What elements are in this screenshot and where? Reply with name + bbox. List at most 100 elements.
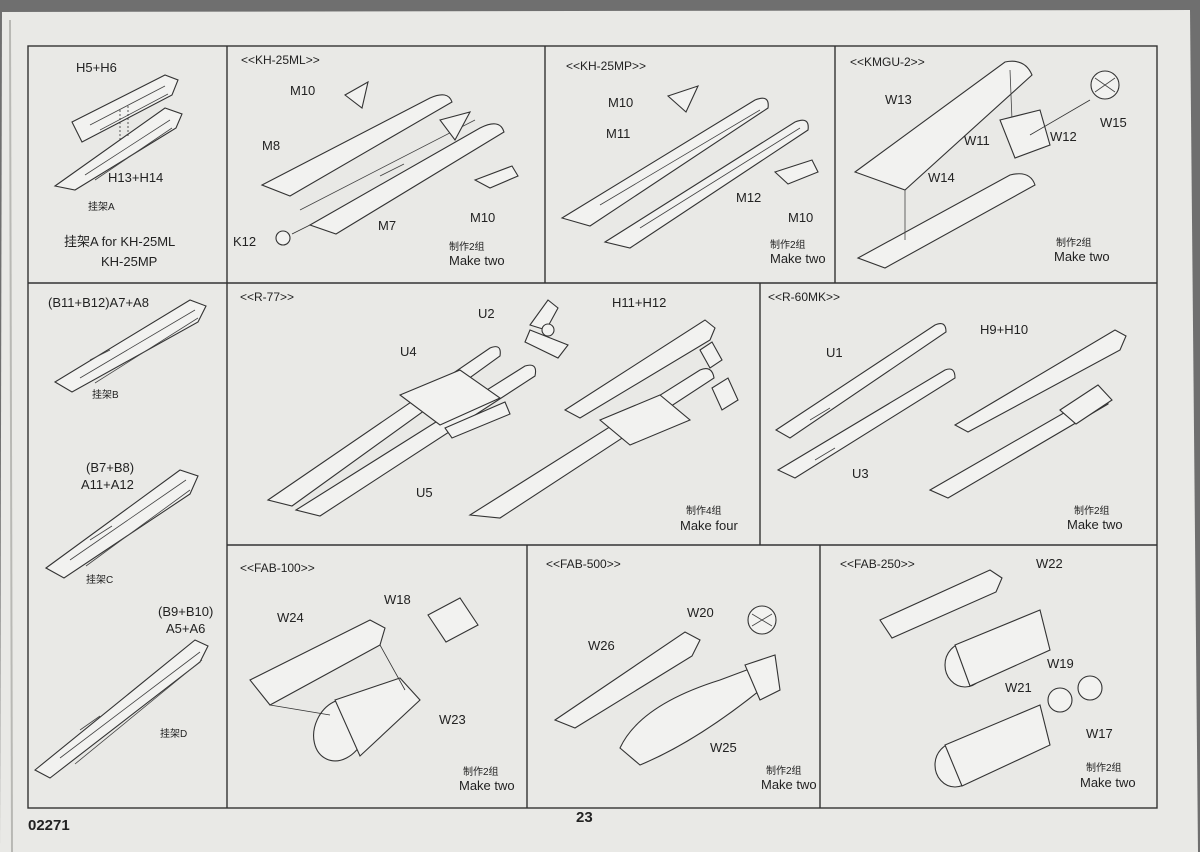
fab250-label-3: W19 <box>1047 656 1074 671</box>
kmgu2-upper-shell <box>853 60 1033 191</box>
pylon-d-parts-line-2: A5+A6 <box>166 621 205 636</box>
r77-qty-cn: 制作4组 <box>686 504 722 517</box>
fab250-label-4: W17 <box>1086 726 1113 741</box>
panel-fab500: <<FAB-500>> W20 W26 W25 制作2组 Make two <box>546 557 817 792</box>
r60mk-title: <<R-60MK>> <box>768 290 840 304</box>
kh25ml-label-2: M8 <box>262 138 280 153</box>
fab250-qty-en: Make two <box>1080 775 1136 790</box>
kh25mp-label-4: M10 <box>788 210 813 225</box>
kh25ml-nose-k12 <box>275 230 291 246</box>
fab500-pylon-w26 <box>553 631 701 729</box>
kmgu2-label-1: W13 <box>885 92 912 107</box>
fab100-qty-cn: 制作2组 <box>463 765 499 778</box>
kh25mp-label-2: M11 <box>606 126 630 141</box>
kh25mp-fin-m10-top <box>666 85 700 113</box>
fab500-title: <<FAB-500>> <box>546 557 621 571</box>
r60mk-qty-cn: 制作2组 <box>1074 504 1110 517</box>
fab250-bomb-lower <box>944 704 1051 787</box>
pylon-c-parts-line-1: (B7+B8) <box>86 460 134 475</box>
fab100-qty-en: Make two <box>459 778 515 793</box>
kmgu2-qty-en: Make two <box>1054 249 1110 264</box>
r60mk-half-u3 <box>776 368 956 479</box>
pylon-b-parts-label: (B11+B12)A7+A8 <box>48 295 149 310</box>
r77-qty-en: Make four <box>680 518 738 533</box>
fab500-qty-en: Make two <box>761 777 817 792</box>
kh25ml-fin-m10-bottom <box>473 165 519 189</box>
kmgu2-qty-cn: 制作2组 <box>1056 236 1092 249</box>
fab250-title: <<FAB-250>> <box>840 557 915 571</box>
kh25mp-qty-en: Make two <box>770 251 826 266</box>
kh25mp-label-1: M10 <box>608 95 633 110</box>
fab500-qty-cn: 制作2组 <box>766 764 802 777</box>
pylon-a-note-1: 挂架A for KH-25ML <box>64 234 175 249</box>
r77-assembled-wing <box>598 394 692 446</box>
fab100-part-w18 <box>427 597 479 643</box>
pylon-d-part <box>34 639 209 779</box>
kh25mp-qty-cn: 制作2组 <box>770 238 806 251</box>
pylon-a-parts2-label: H13+H14 <box>108 170 163 185</box>
kh25ml-label-1: M10 <box>290 83 315 98</box>
kh25mp-half-lower <box>603 119 809 249</box>
panel-pylon-b: (B11+B12)A7+A8 挂架B <box>48 295 207 401</box>
paper-sheet <box>0 10 1198 852</box>
panel-kh25mp: <<KH-25MP>> M10 M11 M12 M10 制作2组 Make tw… <box>560 59 826 266</box>
kmgu2-part-w11 <box>999 109 1051 159</box>
kmgu2-title: <<KMGU-2>> <box>850 55 925 69</box>
pylon-d-parts-line-1: (B9+B10) <box>158 604 213 619</box>
kmgu2-lower-shell <box>856 173 1036 269</box>
pylon-a-lower-part <box>53 107 183 191</box>
kmgu2-label-4: W15 <box>1100 115 1127 130</box>
kh25ml-fin-m10-top <box>344 80 369 109</box>
panel-pylon-a: H5+H6 H13+H14 挂架A 挂架A for KH-25ML KH-25M… <box>53 60 183 269</box>
fab100-label-1: W24 <box>277 610 304 625</box>
panel-grid <box>27 45 1158 809</box>
pylon-a-upper-part <box>71 74 179 143</box>
r60mk-assembled-tail <box>1059 384 1113 425</box>
pylon-a-parts-label: H5+H6 <box>76 60 117 75</box>
kh25ml-label-4: M7 <box>378 218 396 233</box>
panel-pylon-d: (B9+B10) A5+A6 挂架D <box>34 604 213 779</box>
kh25ml-fin <box>439 111 472 142</box>
r60mk-half-u1 <box>774 323 947 439</box>
panel-r77: <<R-77>> U2 H11+H12 U4 U5 制作4组 Make four <box>240 290 739 533</box>
r60mk-pylon-h9-h10 <box>953 329 1127 433</box>
r77-label-1: U2 <box>478 306 495 321</box>
r77-label-2: H11+H12 <box>612 295 666 310</box>
r60mk-label-3: U3 <box>852 466 869 481</box>
kh25ml-qty-en: Make two <box>449 253 505 268</box>
pylon-d-caption: 挂架D <box>160 727 187 740</box>
pylon-b-part <box>53 299 207 393</box>
fab500-tail <box>744 654 781 701</box>
fab100-title: <<FAB-100>> <box>240 561 315 575</box>
kh25ml-half-lower <box>308 123 505 235</box>
panel-kh25ml: <<KH-25ML>> M10 M8 K12 M7 M10 制作2组 Make … <box>233 53 519 268</box>
pylon-a-note-2: KH-25MP <box>101 254 157 269</box>
r77-title: <<R-77>> <box>240 290 294 304</box>
fab100-label-2: W18 <box>384 592 411 607</box>
r77-pylon-h11-h12 <box>563 319 716 419</box>
panel-r60mk: <<R-60MK>> U1 H9+H10 U3 制作2组 Make two <box>768 290 1127 532</box>
kh25ml-title: <<KH-25ML>> <box>241 53 320 67</box>
r60mk-label-1: U1 <box>826 345 843 360</box>
fab500-label-3: W25 <box>710 740 737 755</box>
fab100-pylon-w24 <box>249 619 386 706</box>
r77-wing-lower <box>444 401 511 439</box>
page-number: 23 <box>576 809 593 826</box>
pylon-a-caption: 挂架A <box>88 200 115 213</box>
fab500-label-1: W20 <box>687 605 714 620</box>
fab100-label-3: W23 <box>439 712 466 727</box>
panel-pylon-c: (B7+B8) A11+A12 挂架C <box>44 460 199 586</box>
r60mk-label-2: H9+H10 <box>980 322 1028 337</box>
kh25mp-half-upper <box>560 97 769 227</box>
pylon-b-caption: 挂架B <box>92 388 119 401</box>
fab250-label-1: W22 <box>1036 556 1063 571</box>
panel-kmgu2: <<KMGU-2>> W13 W11 W12 W15 W14 制作2组 Make… <box>850 55 1127 269</box>
fab100-bomb-w23 <box>334 677 421 757</box>
fab250-cap-w17 <box>1077 675 1103 701</box>
fab250-qty-cn: 制作2组 <box>1086 761 1122 774</box>
kmgu2-label-5: W14 <box>928 170 955 185</box>
r77-label-4: U5 <box>416 485 433 500</box>
fab500-label-2: W26 <box>588 638 615 653</box>
r60mk-qty-en: Make two <box>1067 517 1123 532</box>
